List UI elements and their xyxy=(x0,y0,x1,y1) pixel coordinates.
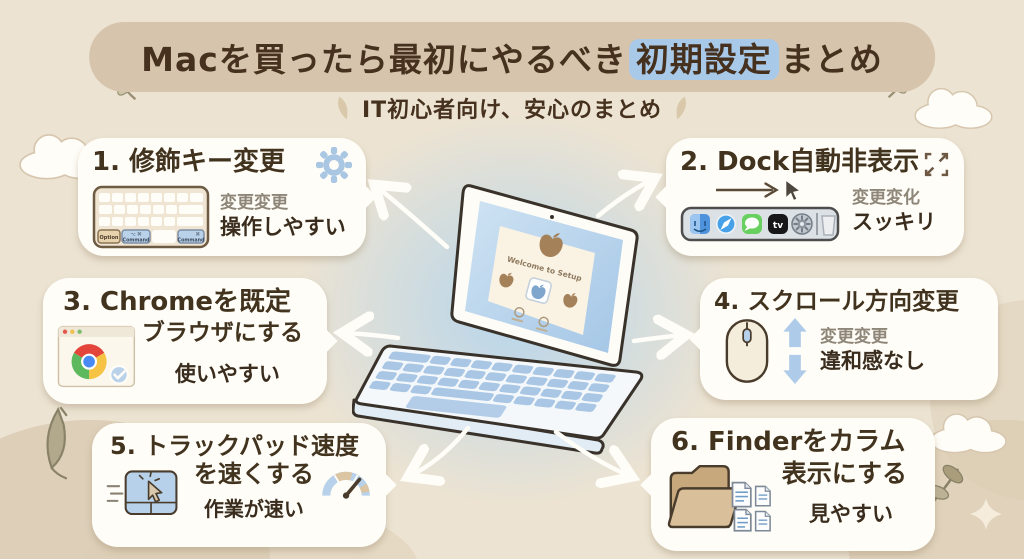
card-benefit: スッキリ xyxy=(852,210,936,235)
card-heading: 6. Finderをカラム xyxy=(671,427,906,457)
card-heading-line2: 表示にする xyxy=(781,459,907,489)
card-benefit: 見やすい xyxy=(809,501,893,526)
messages-icon xyxy=(742,214,762,235)
card-benefit: 作業が速い xyxy=(203,497,304,522)
card-heading-line2: を速くする xyxy=(193,459,314,488)
laptop-trackpad xyxy=(405,396,507,418)
scroll-arrows-icon xyxy=(783,318,807,385)
sparkle-icon xyxy=(970,498,1002,530)
svg-text:⌥ ⌘: ⌥ ⌘ xyxy=(130,232,142,238)
cloud-icon xyxy=(914,87,993,129)
keyboard-illustration: Option ⌥ ⌘ Command ⌘ Command xyxy=(92,185,210,249)
right-arrow-cursor-icon xyxy=(716,179,802,202)
card-scroll-direction: 4. スクロール方向変更 変更変更 違和感なし xyxy=(689,278,998,400)
chrome-icon xyxy=(71,344,107,380)
card-heading: 1. 修飾キー変更 xyxy=(92,147,286,177)
settings-gear-icon xyxy=(791,213,813,235)
apple-tv-icon: tv xyxy=(768,214,788,235)
card-note: 変更変更 xyxy=(820,326,888,347)
trackpad-illustration xyxy=(106,470,178,515)
card-heading: 3. Chromeを既定 xyxy=(63,287,292,317)
subtitle-row: IT初心者向け、安心のまとめ xyxy=(0,92,1024,124)
dock-illustration: tv xyxy=(680,206,840,242)
chrome-window-illustration xyxy=(57,326,136,388)
speedometer-icon xyxy=(322,471,370,499)
page-title: Macを買ったら最初にやるべき初期設定まとめ xyxy=(89,22,935,92)
option-key xyxy=(97,229,121,244)
trash-icon xyxy=(821,215,836,236)
card-modifier-keys: 1. 修飾キー変更 xyxy=(78,138,377,256)
card-dock-autohide: 2. Dock自動非表示 xyxy=(655,138,964,256)
check-icon xyxy=(109,365,129,385)
card-heading-line2: ブラウザにする xyxy=(141,320,303,347)
svg-text:tv: tv xyxy=(773,221,783,231)
laptop-keyboard xyxy=(369,351,616,418)
mouse-icon xyxy=(725,319,769,384)
title-highlight: 初期設定 xyxy=(628,39,779,80)
finder-icon xyxy=(690,214,710,235)
leaf-icon xyxy=(338,96,348,120)
card-heading: 5. トラックパッド速度 xyxy=(110,432,359,460)
folder-illustration xyxy=(667,465,771,532)
leaf-icon xyxy=(676,96,686,120)
command-key xyxy=(121,229,151,244)
card-note: 変更変更 xyxy=(220,192,288,213)
svg-text:Command: Command xyxy=(178,238,205,244)
command-key xyxy=(177,229,205,244)
svg-text:Command: Command xyxy=(123,238,150,244)
card-heading: 2. Dock自動非表示 xyxy=(680,147,920,177)
card-heading: 4. スクロール方向変更 xyxy=(714,287,959,315)
card-note: 変更変化 xyxy=(852,187,920,208)
svg-text:Option: Option xyxy=(100,235,119,241)
macbook-illustration: Welcome to Setup xyxy=(352,184,644,455)
gear-icon xyxy=(316,147,352,183)
up-arrow-icon xyxy=(783,318,807,348)
svg-text:⌘: ⌘ xyxy=(195,232,200,238)
card-chrome-default: 3. Chromeを既定 ブラウザにする xyxy=(43,278,338,404)
page-subtitle: IT初心者向け、安心のまとめ xyxy=(361,98,663,123)
card-trackpad-speed: 5. トラックパッド速度 を速くする 作業が速い xyxy=(92,423,397,547)
document-icon xyxy=(754,510,771,532)
card-benefit: 違和感なし xyxy=(820,349,925,374)
document-icon xyxy=(731,481,752,508)
cursor-icon xyxy=(138,471,163,503)
card-benefit: 操作しやすい xyxy=(220,214,346,239)
down-arrow-icon xyxy=(783,355,807,385)
card-benefit: 使いやすい xyxy=(174,361,280,386)
plant-icon xyxy=(46,406,68,480)
cloud-icon xyxy=(930,413,1007,454)
card-finder-columns: 6. Finderをカラム xyxy=(640,418,935,551)
title-pre: Macを買ったら最初にやるべき xyxy=(141,40,627,79)
safari-icon xyxy=(716,214,736,235)
title-suffix: まとめ xyxy=(780,40,883,79)
expand-icon xyxy=(924,152,949,177)
document-icon xyxy=(754,485,771,507)
document-icon xyxy=(733,508,752,532)
